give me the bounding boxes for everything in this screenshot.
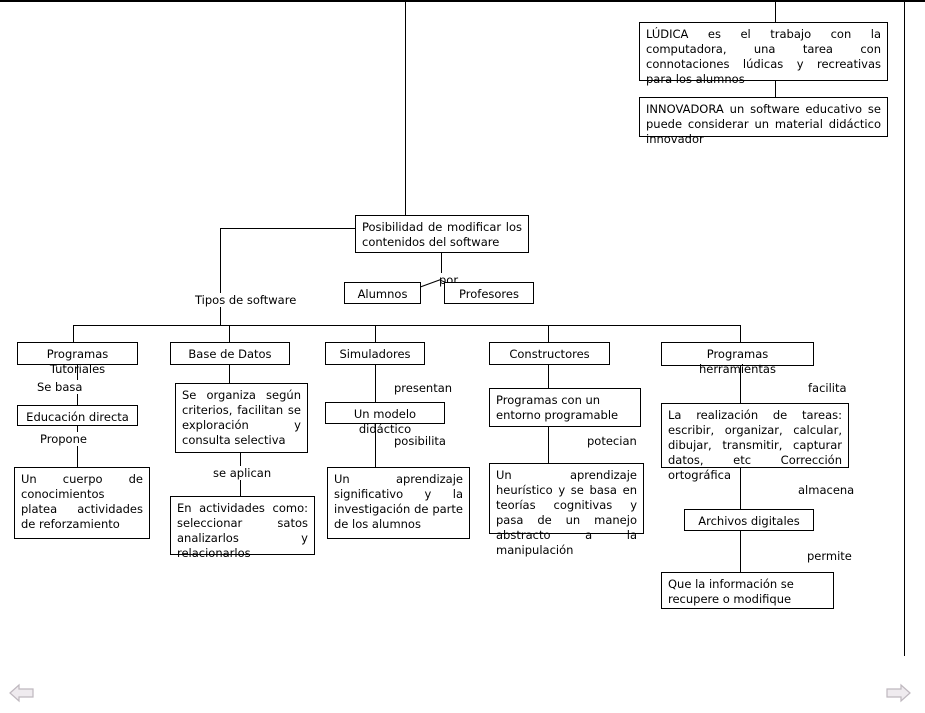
connector-ludica-to-innovadora xyxy=(775,81,776,97)
node-realizacion-tareas: La realización de tareas: escribir, orga… xyxy=(661,403,849,482)
link-label-facilita: facilita xyxy=(806,381,849,395)
connector-bus-drop-herramientas xyxy=(740,325,741,342)
node-constructores: Constructores xyxy=(489,342,610,365)
connector-bus-tipos xyxy=(73,325,740,326)
connector-constructores-to-entorno xyxy=(548,365,549,388)
link-label-potecian: potecian xyxy=(585,434,639,448)
node-programas-herramientas: Programas herramientas xyxy=(661,342,814,376)
node-aprendizaje-significativo: Un aprendizaje significativo y la invest… xyxy=(327,467,470,539)
node-simuladores: Simuladores xyxy=(325,342,425,365)
node-educacion-directa: Educación directa xyxy=(17,405,138,426)
forward-arrow-icon[interactable] xyxy=(884,681,912,705)
node-archivos-digitales: Archivos digitales xyxy=(684,509,814,531)
link-label-se-basa: Se basa xyxy=(35,380,85,394)
node-profesores: Profesores xyxy=(444,282,534,304)
connector-trunk-main xyxy=(405,2,406,215)
node-aprendizaje-heuristico: Un aprendizaje heurístico y se basa en t… xyxy=(489,463,644,557)
node-modelo-didactico: Un modelo didáctico xyxy=(325,402,445,436)
link-label-presentan: presentan xyxy=(392,381,455,395)
connector-por-stem xyxy=(441,253,442,280)
page-border-top xyxy=(0,0,925,2)
connector-herramientas-to-tareas xyxy=(740,366,741,403)
connector-simuladores-to-modelo xyxy=(375,365,376,402)
connector-archivos-to-informacion xyxy=(740,531,741,572)
link-label-almacena: almacena xyxy=(796,483,857,497)
back-arrow-icon[interactable] xyxy=(8,681,36,705)
connector-bus-drop-constructores xyxy=(548,325,549,342)
node-en-actividades: En actividades como: seleccionar satos a… xyxy=(170,496,315,560)
connector-modelo-to-aprendizaje xyxy=(375,424,376,467)
page-border-right xyxy=(904,0,905,656)
connector-tipos-drop xyxy=(220,228,221,325)
connector-posibilidad-to-tipos xyxy=(220,228,355,229)
node-programas-tutoriales: Programas Tutoriales xyxy=(17,342,138,376)
node-base-de-datos: Base de Datos xyxy=(170,342,290,365)
node-alumnos: Alumnos xyxy=(344,282,421,304)
node-posibilidad-modificar: Posibilidad de modificar los contenidos … xyxy=(355,215,529,253)
connector-bus-drop-base-datos xyxy=(229,325,230,342)
link-label-tipos-de-software: Tipos de software xyxy=(193,293,299,307)
node-innovadora: INNOVADORA un software educativo se pued… xyxy=(639,97,888,146)
connector-base-to-organiza xyxy=(229,365,230,383)
node-que-informacion: Que la información se recupere o modifiq… xyxy=(661,572,834,609)
connector-bus-drop-tutoriales xyxy=(73,325,74,342)
link-label-posibilita: posibilita xyxy=(392,434,448,448)
link-label-permite: permite xyxy=(805,549,854,563)
node-programas-entorno: Programas con un entorno programable xyxy=(489,388,641,427)
node-cuerpo-conocimientos: Un cuerpo de conocimientos platea activi… xyxy=(14,467,150,539)
node-ludica: LÚDICA es el trabajo con la computadora,… xyxy=(639,22,888,86)
connector-entorno-to-heuristico xyxy=(548,427,549,463)
connector-to-ludica xyxy=(775,2,776,22)
link-label-propone: Propone xyxy=(38,432,89,446)
connector-tareas-to-archivos xyxy=(740,468,741,509)
link-label-se-aplican: se aplican xyxy=(211,466,274,480)
connector-bus-drop-simuladores xyxy=(375,325,376,342)
node-se-organiza: Se organiza según criterios, facilitan s… xyxy=(175,383,308,453)
connector-educacion-to-cuerpo xyxy=(77,426,78,467)
